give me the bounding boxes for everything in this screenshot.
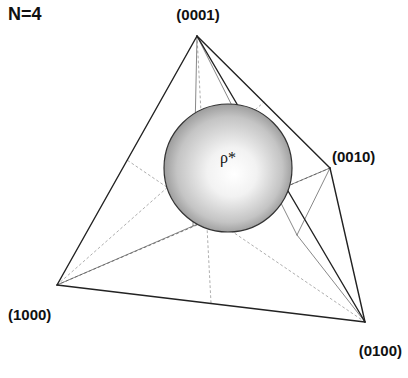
vertex-label: (1000)	[8, 306, 51, 323]
vertex-label: (0010)	[332, 148, 375, 165]
dimension-heading: N=4	[8, 4, 42, 25]
vertex-label: (0100)	[359, 342, 402, 359]
sphere-shape	[163, 103, 293, 233]
vertex-label: (0001)	[176, 6, 219, 23]
sphere-node: ρ*	[163, 103, 293, 233]
state-label: ρ*	[220, 149, 236, 167]
